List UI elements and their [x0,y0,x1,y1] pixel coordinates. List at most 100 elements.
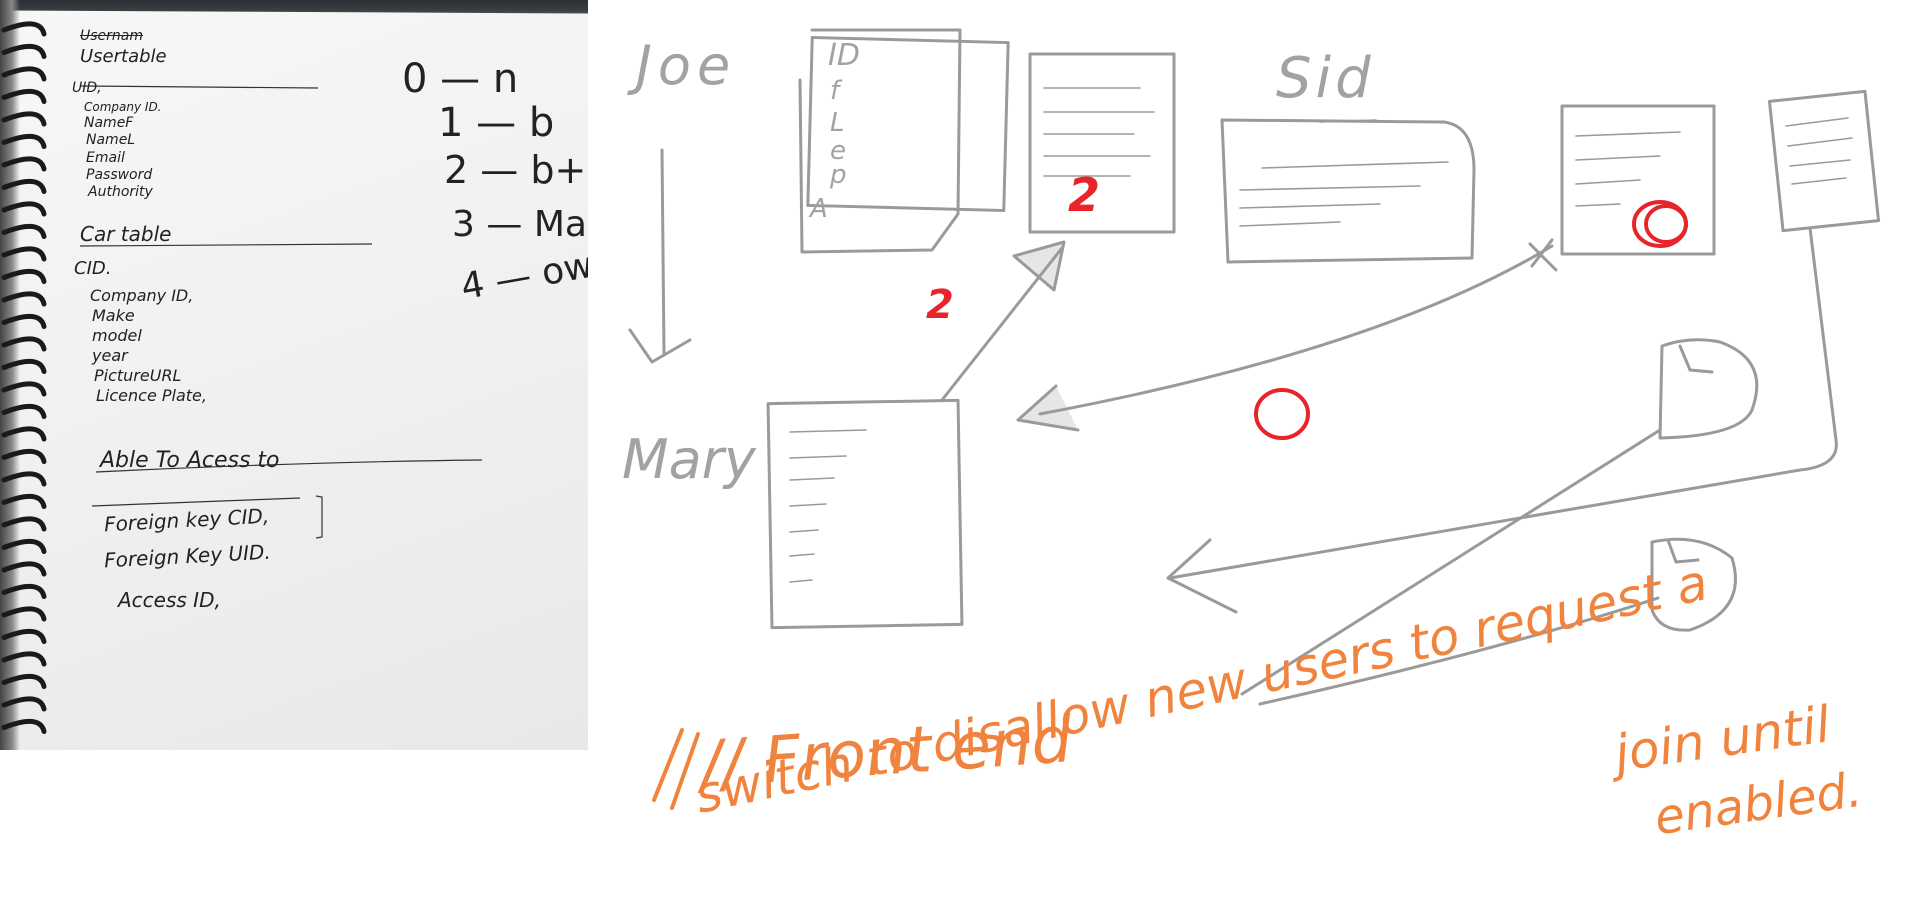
level-row: 3 — Man [452,204,588,245]
joe-card-letter: p [830,160,847,190]
cartable-title: Car table [80,222,172,246]
sid-status-circle-inner [1644,204,1688,244]
spiral-ring [1,246,47,262]
label-joe: Joe [636,34,737,97]
spiral-ring [1,66,47,82]
toggle-top-notch [1678,344,1714,374]
joe-card-letter: f [830,76,840,106]
joe-card-back [798,28,962,254]
joe-status-number: 2 [1068,168,1101,222]
spiral-ring [1,629,47,644]
spiral-ring [1,224,47,239]
struck-label: Usernam [80,28,143,44]
usertable-field: UID, [72,80,102,96]
accesstable-title: Able To Acess to [100,448,280,473]
spiral-ring [1,426,47,442]
mary-card [766,398,964,630]
spiral-ring [1,381,47,397]
level-dash: — [476,100,517,146]
level-dash: — [440,56,481,102]
label-sid: Sid [1276,46,1375,111]
spiral-ring [1,89,47,104]
cartable-field: Company ID, [90,286,194,305]
comment-slashes [652,728,700,810]
joe-card-letter: ID [828,38,860,73]
toggle-top-line [1240,428,1662,696]
spiral-ring [1,539,47,554]
spiral-ring [1,561,47,577]
level-num: 0 [402,56,428,102]
level-num: 2 [444,148,469,192]
spiral-ring [1,44,47,59]
usertable-field: Email [86,150,125,166]
spiral-ring [1,179,47,194]
notebook-photo: Usernam Usertable UID, Company ID. NameF… [0,0,588,750]
connector-arrowhead [1166,538,1238,614]
spiral-ring [1,359,47,374]
toggle-bottom-notch [1666,538,1700,564]
joe-to-mary-arrow [660,148,666,356]
joe-detail-card [1028,52,1176,234]
joe-card [806,35,1010,213]
spiral-ring [1,494,47,509]
mary-to-joe-arrow [940,246,1064,402]
sid-status-number: 0 [1646,196,1647,197]
side-card-connector [1168,226,1838,580]
toggle-top [1658,338,1759,440]
cartable-field: Make [92,306,135,325]
spiral-ring [1,516,47,532]
spiral-ring [1,404,47,419]
level-label: b+ quit [530,148,588,192]
spiral-ring [1,134,47,149]
label-mary: Mary [622,428,756,491]
sid-side-card [1767,89,1881,233]
level-row: 0 — n [402,56,518,102]
arrow-status-number: 2 [926,282,954,328]
level-num: 3 [452,204,475,245]
accesstable-field: Access ID, [118,588,221,612]
spiral-ring [1,314,47,329]
level-row: 2 — b+ quit [444,148,588,192]
spiral-ring [1,269,47,284]
toggle-bottom-line [1258,596,1660,706]
level-label: Man [533,204,588,245]
sid-request-card [1560,104,1716,256]
spiral-ring [1,336,47,352]
spiral-ring [1,111,47,127]
sid-card [1220,118,1476,264]
sid-to-mary-arrow [1038,244,1554,416]
level-label: n [492,56,519,102]
toggle-bottom [1650,537,1737,632]
mid-status-circle [1254,388,1310,440]
mid-status-number: 0 [1270,390,1271,391]
mary-to-joe-arrowhead [1012,240,1066,292]
level-label: b [528,100,555,146]
cartable-field: year [92,346,128,365]
spiral-ring [1,449,47,464]
spiral-ring [1,606,47,622]
usertable-field: Authority [88,184,153,200]
spiral-ring [1,651,47,667]
spiral-binding [1,21,483,734]
usertable-field: Password [86,167,153,183]
spiral-ring [1,674,47,689]
usertable-title: Usertable [80,46,167,67]
level-row: 1 — b [438,100,554,146]
spiral-ring [1,471,47,487]
level-dash: — [480,148,519,192]
usertable-field: NameL [86,132,136,148]
level-dash: — [486,204,523,245]
spiral-ring [1,584,47,599]
cross-mark [1528,238,1558,272]
joe-card-letter: e [830,136,846,166]
joe-card-letter: L [830,108,845,138]
cartable-field: CID. [74,258,112,279]
spiral-ring [1,719,47,734]
spiral-ring [1,21,47,37]
joe-card-letter: A [810,194,828,224]
sid-to-mary-arrowhead [1016,384,1080,432]
level-num: 1 [438,100,464,146]
spiral-ring [1,291,47,307]
